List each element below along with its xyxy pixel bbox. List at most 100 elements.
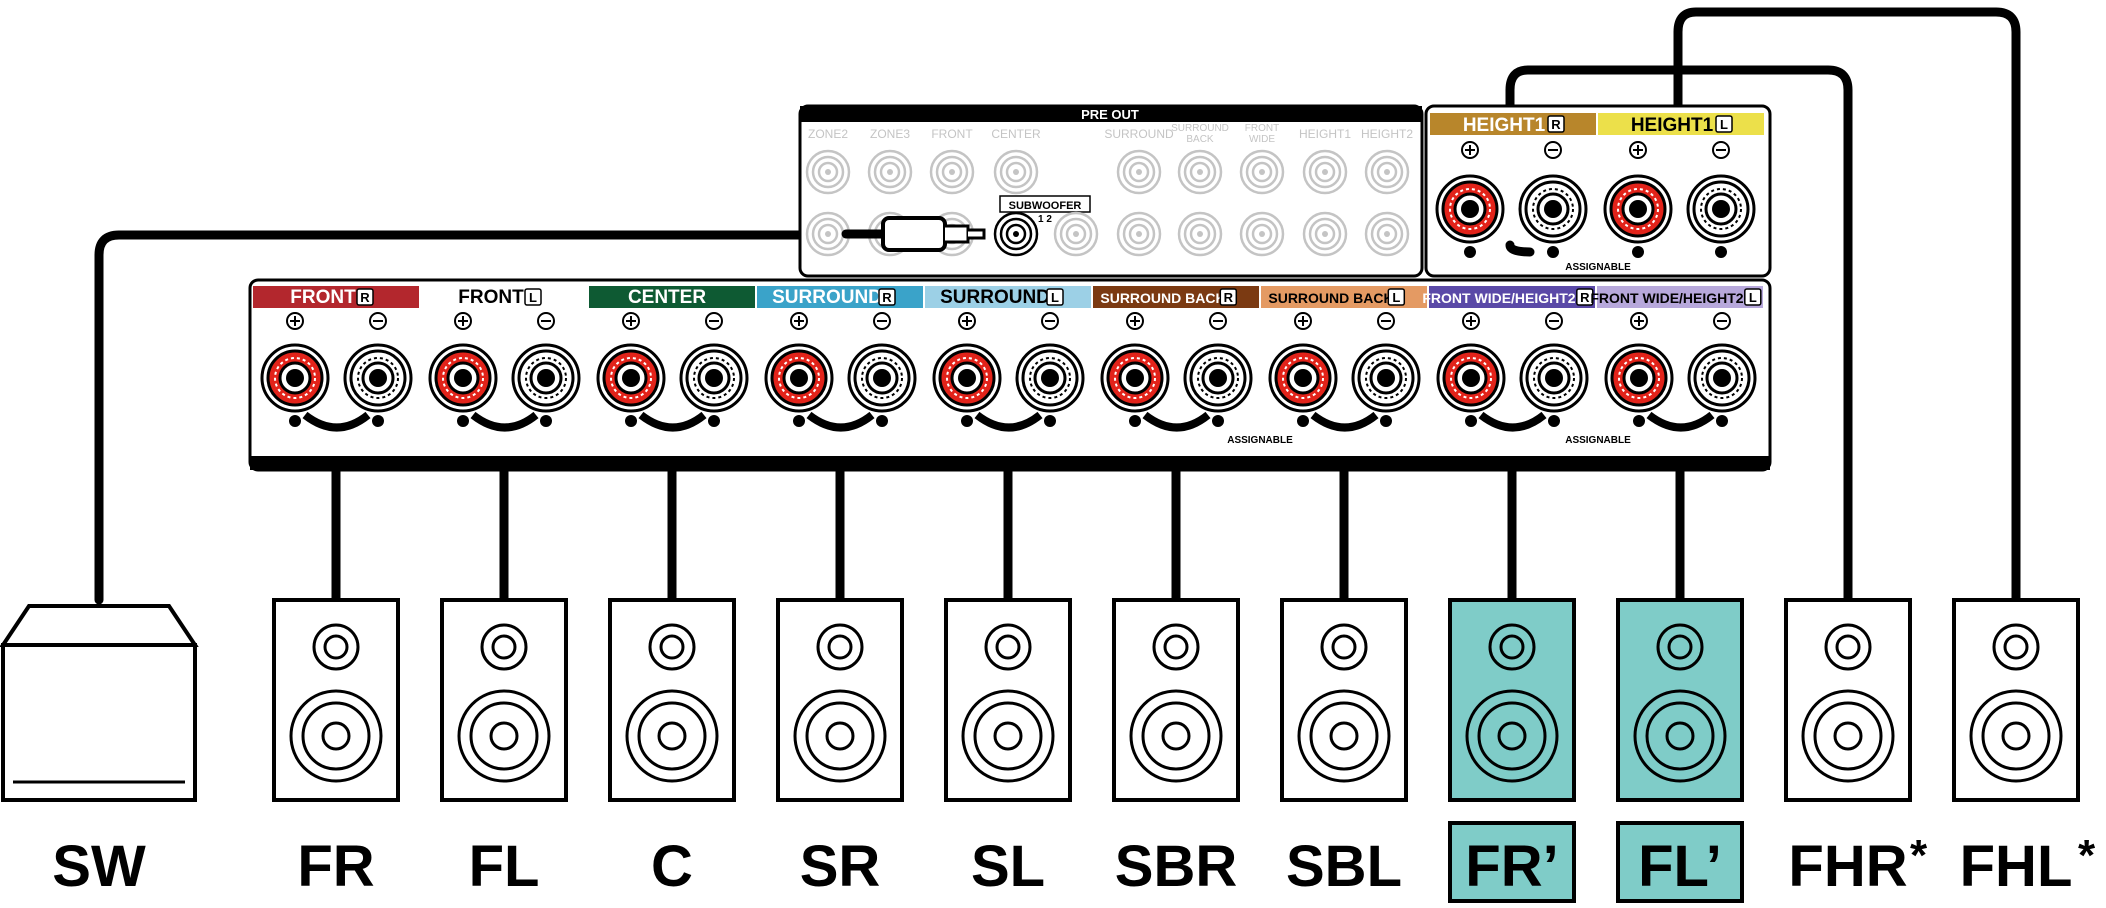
pre-out-jack [1302, 211, 1348, 257]
channel-label: SURROUND [772, 287, 882, 308]
assignable-label: ASSIGNABLE [1227, 435, 1293, 446]
pre-out-label: ZONE3 [870, 127, 910, 141]
speaker-cabinet [440, 598, 568, 802]
pre-out-jack [1302, 149, 1348, 195]
speaker-cabinet [1448, 598, 1576, 802]
plus-terminal [932, 343, 1002, 427]
minus-terminal [847, 343, 917, 427]
channel-color-bar [421, 286, 587, 308]
woofer [1969, 689, 2063, 783]
plus-terminal [1435, 174, 1505, 258]
speakers-text: SPEAKERS [847, 456, 913, 470]
subwoofer-body [1, 643, 197, 802]
speaker-label: FR [297, 834, 374, 899]
speaker-label: FL’ [1638, 834, 1722, 899]
tweeter [1488, 623, 1536, 671]
wire-loop [470, 411, 539, 432]
pre-out-title: PRE OUT [1081, 107, 1139, 122]
pre-out-jack [1177, 149, 1223, 195]
wire-loop [974, 411, 1043, 432]
speaker-cabinet [608, 598, 736, 802]
woofer [625, 689, 719, 783]
speaker-sbl: SBL [1280, 598, 1408, 899]
wire-loop [638, 411, 707, 432]
channel-color-bar [1597, 286, 1763, 308]
channel-front-l: FRONT L [421, 286, 587, 432]
speaker-fhr: FHR* [1784, 598, 1928, 899]
tweeter [816, 623, 864, 671]
channel-label: FRONT WIDE/HEIGHT2 [1590, 290, 1743, 306]
pre-out-jack [805, 149, 851, 195]
svg-text:R: R [1224, 290, 1234, 305]
woofer [793, 689, 887, 783]
pre-out-jack [929, 149, 975, 195]
pre-out-jack [993, 149, 1039, 195]
tweeter [312, 623, 360, 671]
tweeter [1152, 623, 1200, 671]
tweeter [1320, 623, 1368, 671]
svg-text:L: L [529, 290, 537, 305]
subwoofer-label-box [999, 195, 1091, 213]
plus-terminal [596, 343, 666, 427]
wire-loop [1310, 411, 1379, 432]
woofer [961, 689, 1055, 783]
tweeter [984, 623, 1032, 671]
channel-color-bar [253, 286, 419, 308]
speaker-label: FHL [1960, 834, 2073, 899]
channel-color-bar [1429, 286, 1595, 308]
speaker-cabinet [944, 598, 1072, 802]
channel-color-bar [589, 286, 755, 308]
woofer [1129, 689, 1223, 783]
speaker-c: C [608, 598, 736, 899]
pre-out-jack [1239, 211, 1285, 257]
wire-loop [1478, 411, 1547, 432]
woofer [1297, 689, 1391, 783]
pre-out-label: HEIGHT2 [1361, 127, 1413, 141]
pre-out-jack [1239, 149, 1285, 195]
pre-out-label: ZONE2 [808, 127, 848, 141]
minus-terminal [1686, 174, 1756, 258]
speaker-label: SBR [1115, 834, 1237, 899]
channel-label: FRONT [458, 287, 524, 308]
pre-out-jack [1364, 149, 1410, 195]
side-badge [1715, 115, 1733, 133]
wire-loop [806, 411, 875, 432]
speaker-label: FR’ [1465, 834, 1558, 899]
woofer [289, 689, 383, 783]
minus-terminal [1015, 343, 1085, 427]
speaker-fl-highlight: FL’ [1616, 598, 1744, 903]
speaker-cabinet [1112, 598, 1240, 802]
minus-terminal [1351, 343, 1421, 427]
minus-terminal [679, 343, 749, 427]
tweeter [1992, 623, 2040, 671]
side-badge [1219, 288, 1238, 306]
tweeter [648, 623, 696, 671]
impedance-text: IMPEDANCE : 4〜16Ω [1323, 456, 1448, 470]
speaker-label: FHR [1788, 834, 1907, 899]
pre-out-label: SURROUND [1104, 127, 1174, 141]
channel-label: FRONT [290, 287, 356, 308]
svg-text:R: R [360, 290, 370, 305]
tweeter [1824, 623, 1872, 671]
minus-terminal [1518, 174, 1588, 258]
speaker-fr: FR [272, 598, 400, 899]
plus-terminal [764, 343, 834, 427]
subwoofer-label: SUBWOOFER [1009, 200, 1082, 212]
plus-terminal [1436, 343, 1506, 427]
pre-out-jack [867, 149, 913, 195]
bottom-strip [250, 456, 1770, 470]
channel-label: SURROUND BACK [1268, 290, 1393, 306]
subwoofer-numbers: 1 2 [1038, 214, 1052, 225]
asterisk: * [2078, 831, 2096, 880]
tweeter [1656, 623, 1704, 671]
pre-out-label: SURROUND [1171, 123, 1229, 134]
pre-out-label: HEIGHT1 [1299, 127, 1351, 141]
plus-terminal [260, 343, 330, 427]
pre-out-jack [1116, 211, 1162, 257]
side-badge [1744, 288, 1762, 306]
side-badge [356, 288, 374, 306]
